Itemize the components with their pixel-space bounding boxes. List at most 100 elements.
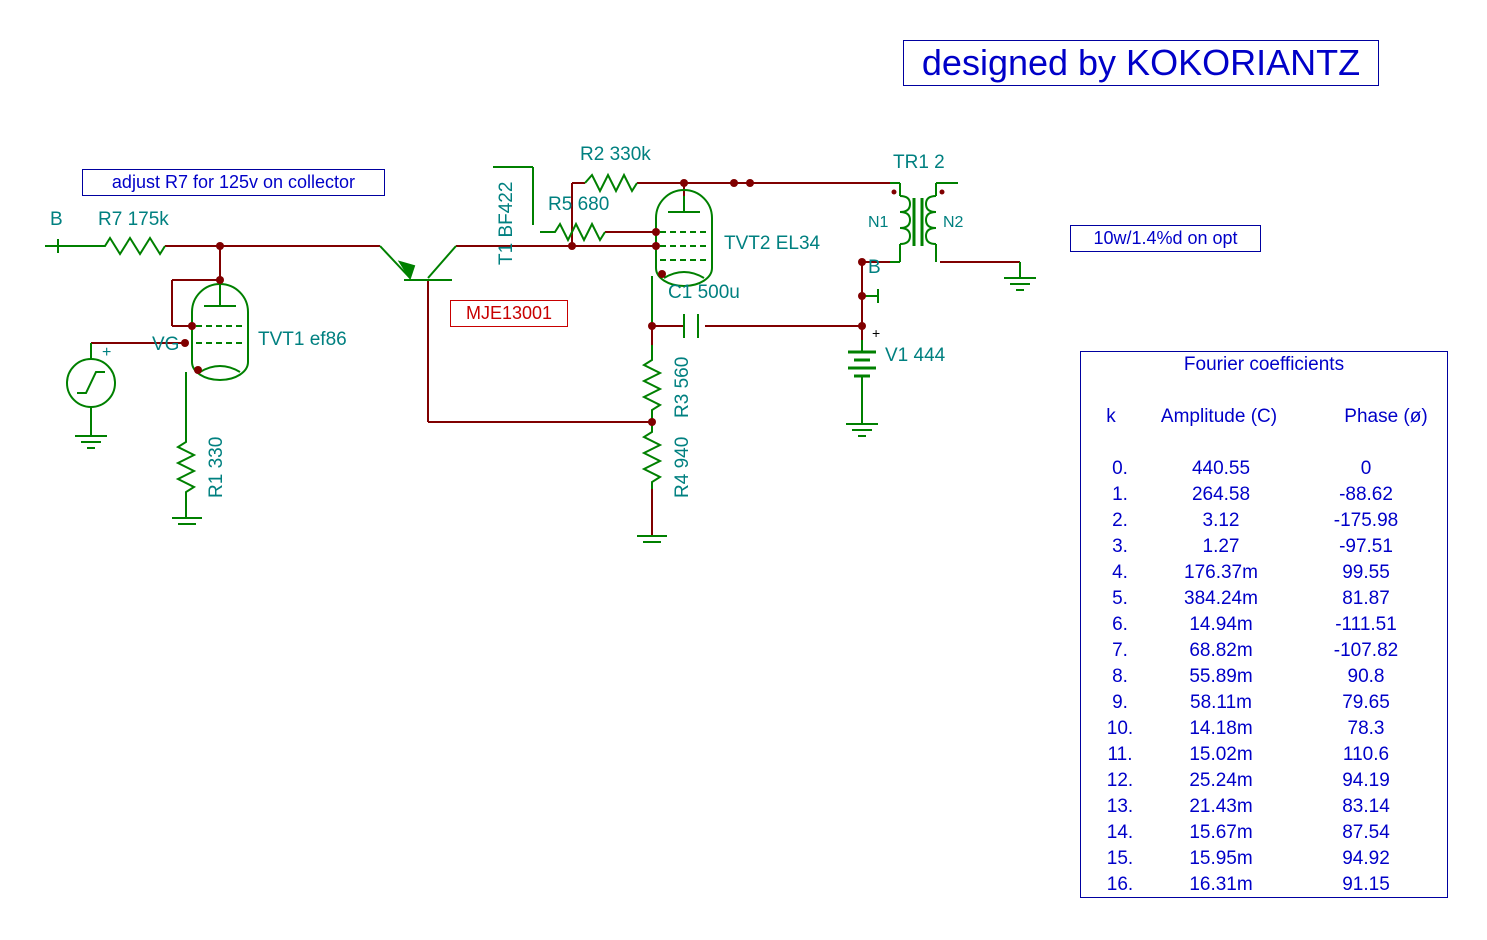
label-r3: R3 560: [672, 357, 693, 418]
transformer-primary: [899, 195, 912, 245]
cell-phase: 99.55: [1342, 562, 1390, 583]
cell-amplitude: 55.89m: [1189, 666, 1253, 687]
cell-phase: 0: [1360, 458, 1372, 479]
header-k: k: [1106, 406, 1116, 427]
cell-k: 9.: [1112, 692, 1128, 713]
table-row: 10. 14.18m 78.3: [1081, 716, 1447, 742]
cell-k: 14.: [1106, 822, 1134, 843]
r2-resistor: [584, 172, 638, 194]
table-row: 6. 14.94m -111.51: [1081, 612, 1447, 638]
cell-phase: 110.6: [1342, 744, 1390, 765]
cell-k: 10.: [1106, 718, 1134, 739]
table-row: 3. 1.27 -97.51: [1081, 534, 1447, 560]
r3-resistor: [641, 345, 663, 422]
tvt2-tube: [655, 189, 713, 287]
cell-amplitude: 14.18m: [1189, 718, 1253, 739]
label-b-left: B: [50, 209, 63, 230]
adjust-note: adjust R7 for 125v on collector: [111, 172, 356, 192]
cell-amplitude: 25.24m: [1189, 770, 1253, 791]
cell-k: 7.: [1112, 640, 1128, 661]
r5-resistor: [540, 221, 606, 243]
header-phase: Phase (ø): [1344, 406, 1428, 427]
label-r2: R2 330k: [580, 144, 651, 165]
label-n1: N1: [868, 214, 889, 231]
table-row: 1.264.58-88.62: [1081, 482, 1447, 508]
cell-phase: -111.51: [1335, 614, 1397, 635]
cell-amplitude: 15.67m: [1189, 822, 1253, 843]
cell-amplitude: 16.31m: [1189, 874, 1253, 895]
tvt1-tube: [191, 283, 249, 381]
r4-resistor: [641, 422, 663, 489]
cell-amplitude: 3.12: [1202, 510, 1240, 531]
cell-phase: 83.14: [1342, 796, 1390, 817]
label-r7: R7 175k: [98, 209, 169, 230]
designer-credit: designed by KOKORIANTZ: [921, 42, 1361, 83]
label-plus: +: [102, 344, 111, 361]
label-r1: R1 330: [206, 437, 227, 498]
table-row: 4. 176.37m 99.55: [1081, 560, 1447, 586]
cell-k: 15.: [1106, 848, 1134, 869]
wires: [91, 182, 1020, 536]
label-n2: N2: [943, 214, 964, 231]
fourier-table: Fourier coefficients k Amplitude (C) Pha…: [1080, 351, 1448, 898]
cell-amplitude: 1.27: [1202, 536, 1240, 557]
cell-amplitude: 15.95m: [1189, 848, 1253, 869]
table-row: 8. 55.89m 90.8: [1081, 664, 1447, 690]
components: [45, 166, 1036, 543]
label-r5: R5 680: [548, 194, 609, 215]
cell-k: 8.: [1112, 666, 1128, 687]
label-tvt2: TVT2 EL34: [724, 233, 821, 254]
junction-dots: [181, 179, 945, 426]
label-tr1: TR1 2: [893, 152, 945, 173]
cell-k: 3.: [1112, 536, 1128, 557]
cell-phase: 94.92: [1342, 848, 1390, 869]
cell-amplitude: 440.55: [1191, 458, 1251, 479]
cell-k: 4.: [1112, 562, 1128, 583]
spec-note: 10w/1.4%d on opt: [1093, 228, 1238, 248]
cell-phase: 79.65: [1342, 692, 1390, 713]
cell-amplitude: 58.11m: [1190, 692, 1252, 713]
adjust-note-box: adjust R7 for 125v on collector: [82, 169, 385, 196]
designer-credit-box: designed by KOKORIANTZ: [903, 40, 1379, 86]
fourier-title: Fourier coefficients: [1183, 354, 1345, 375]
label-tvt1: TVT1 ef86: [258, 329, 347, 350]
cell-phase: -175.98: [1333, 510, 1399, 531]
label-r4: R4 940: [672, 437, 693, 498]
part-number: MJE13001: [465, 303, 553, 323]
cell-k: 5.: [1112, 588, 1128, 609]
cell-amplitude: 15.02m: [1189, 744, 1253, 765]
cell-amplitude: 68.82m: [1189, 640, 1253, 661]
cell-k: 16.: [1106, 874, 1134, 895]
cell-phase: 78.3: [1347, 718, 1385, 739]
header-amplitude: Amplitude (C): [1160, 406, 1278, 427]
table-row: 0. 440.55 0: [1081, 456, 1447, 482]
cell-phase: -88.62: [1339, 484, 1393, 505]
component-labels: B R7 175k VG + TVT1 ef86 R1 330 T1 BF422…: [50, 144, 964, 498]
label-vg: VG: [152, 334, 179, 355]
label-v1-plus: +: [872, 325, 880, 341]
r1-resistor: [175, 426, 197, 518]
cell-k: 2.: [1112, 510, 1128, 531]
cell-phase: 81.87: [1342, 588, 1390, 609]
cell-k: 6.: [1112, 614, 1128, 635]
label-b-tr: B: [868, 257, 881, 278]
cell-amplitude: 14.94m: [1189, 614, 1253, 635]
table-row: 7. 68.82m -107.82: [1081, 638, 1447, 664]
cell-phase: -107.82: [1333, 640, 1399, 661]
spec-note-box: 10w/1.4%d on opt: [1070, 225, 1261, 252]
cell-phase: 94.19: [1342, 770, 1390, 791]
cell-amplitude: 384.24m: [1184, 588, 1258, 609]
cell-phase: 90.8: [1347, 666, 1385, 687]
table-row: 5. 384.24m 81.87: [1081, 586, 1447, 612]
cell-amplitude: 264.58: [1191, 484, 1251, 505]
cell-phase: -97.51: [1339, 536, 1393, 557]
cell-k: 11.: [1107, 744, 1133, 765]
cell-amplitude: 176.37m: [1184, 562, 1258, 583]
r7-resistor: [95, 236, 166, 256]
cell-k: 0.: [1112, 458, 1128, 479]
